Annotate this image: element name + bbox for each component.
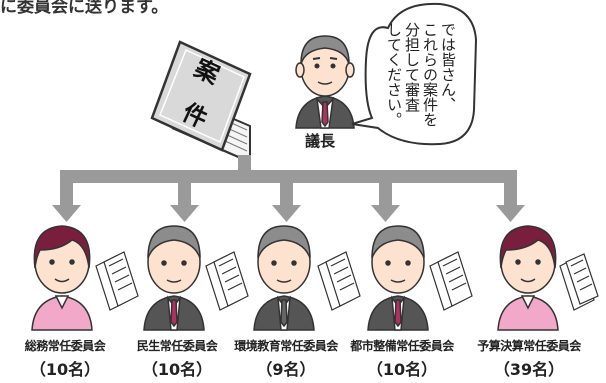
committee-label-5: 予算決算常任委員会 （39名） — [470, 337, 588, 380]
committee-name: 民生常任委員会 — [136, 339, 218, 353]
committee-count: （10名） — [29, 360, 101, 379]
document-stack-4 — [429, 251, 473, 311]
committee-label-3: 環境教育常任委員会 （9名） — [227, 337, 345, 380]
committee-count: （10名） — [141, 360, 213, 379]
committee-name: 都市整備常任委員会 — [350, 339, 454, 353]
header-text: に委員会に送ります。 — [0, 0, 169, 17]
committee-label-1: 総務常任委員会 （10名） — [6, 337, 124, 380]
document-stack-1 — [95, 251, 139, 311]
committee-figure-2 — [143, 225, 205, 331]
committee-name: 総務常任委員会 — [24, 339, 106, 353]
chair-figure — [295, 35, 355, 129]
committee-figure-1 — [31, 225, 93, 331]
committee-name: 環境教育常任委員会 — [234, 339, 338, 353]
document-stack-5 — [559, 253, 599, 311]
document-stack-2 — [205, 251, 249, 311]
committee-figure-3 — [253, 225, 315, 331]
document-book-icon — [150, 40, 252, 164]
committee-name: 予算決算常任委員会 — [477, 339, 581, 353]
committee-label-2: 民生常任委員会 （10名） — [118, 337, 236, 380]
speech-line-4: してください。 — [385, 22, 403, 127]
document-stack-3 — [317, 251, 361, 311]
committee-count: （9名） — [256, 360, 316, 379]
committee-figure-5 — [497, 225, 559, 331]
distribution-arrows — [52, 155, 525, 222]
committee-figure-4 — [367, 225, 429, 331]
committee-count: （39名） — [493, 360, 565, 379]
speech-bubble — [351, 2, 478, 146]
chair-label: 議長 — [305, 132, 336, 150]
committee-label-4: 都市整備常任委員会 （10名） — [343, 337, 461, 380]
speech-line-2: これらの案件を — [421, 22, 439, 127]
speech-line-1: では皆さん、 — [439, 22, 457, 112]
committee-count: （10名） — [366, 360, 438, 379]
speech-line-3: 分担して審査 — [403, 22, 421, 112]
